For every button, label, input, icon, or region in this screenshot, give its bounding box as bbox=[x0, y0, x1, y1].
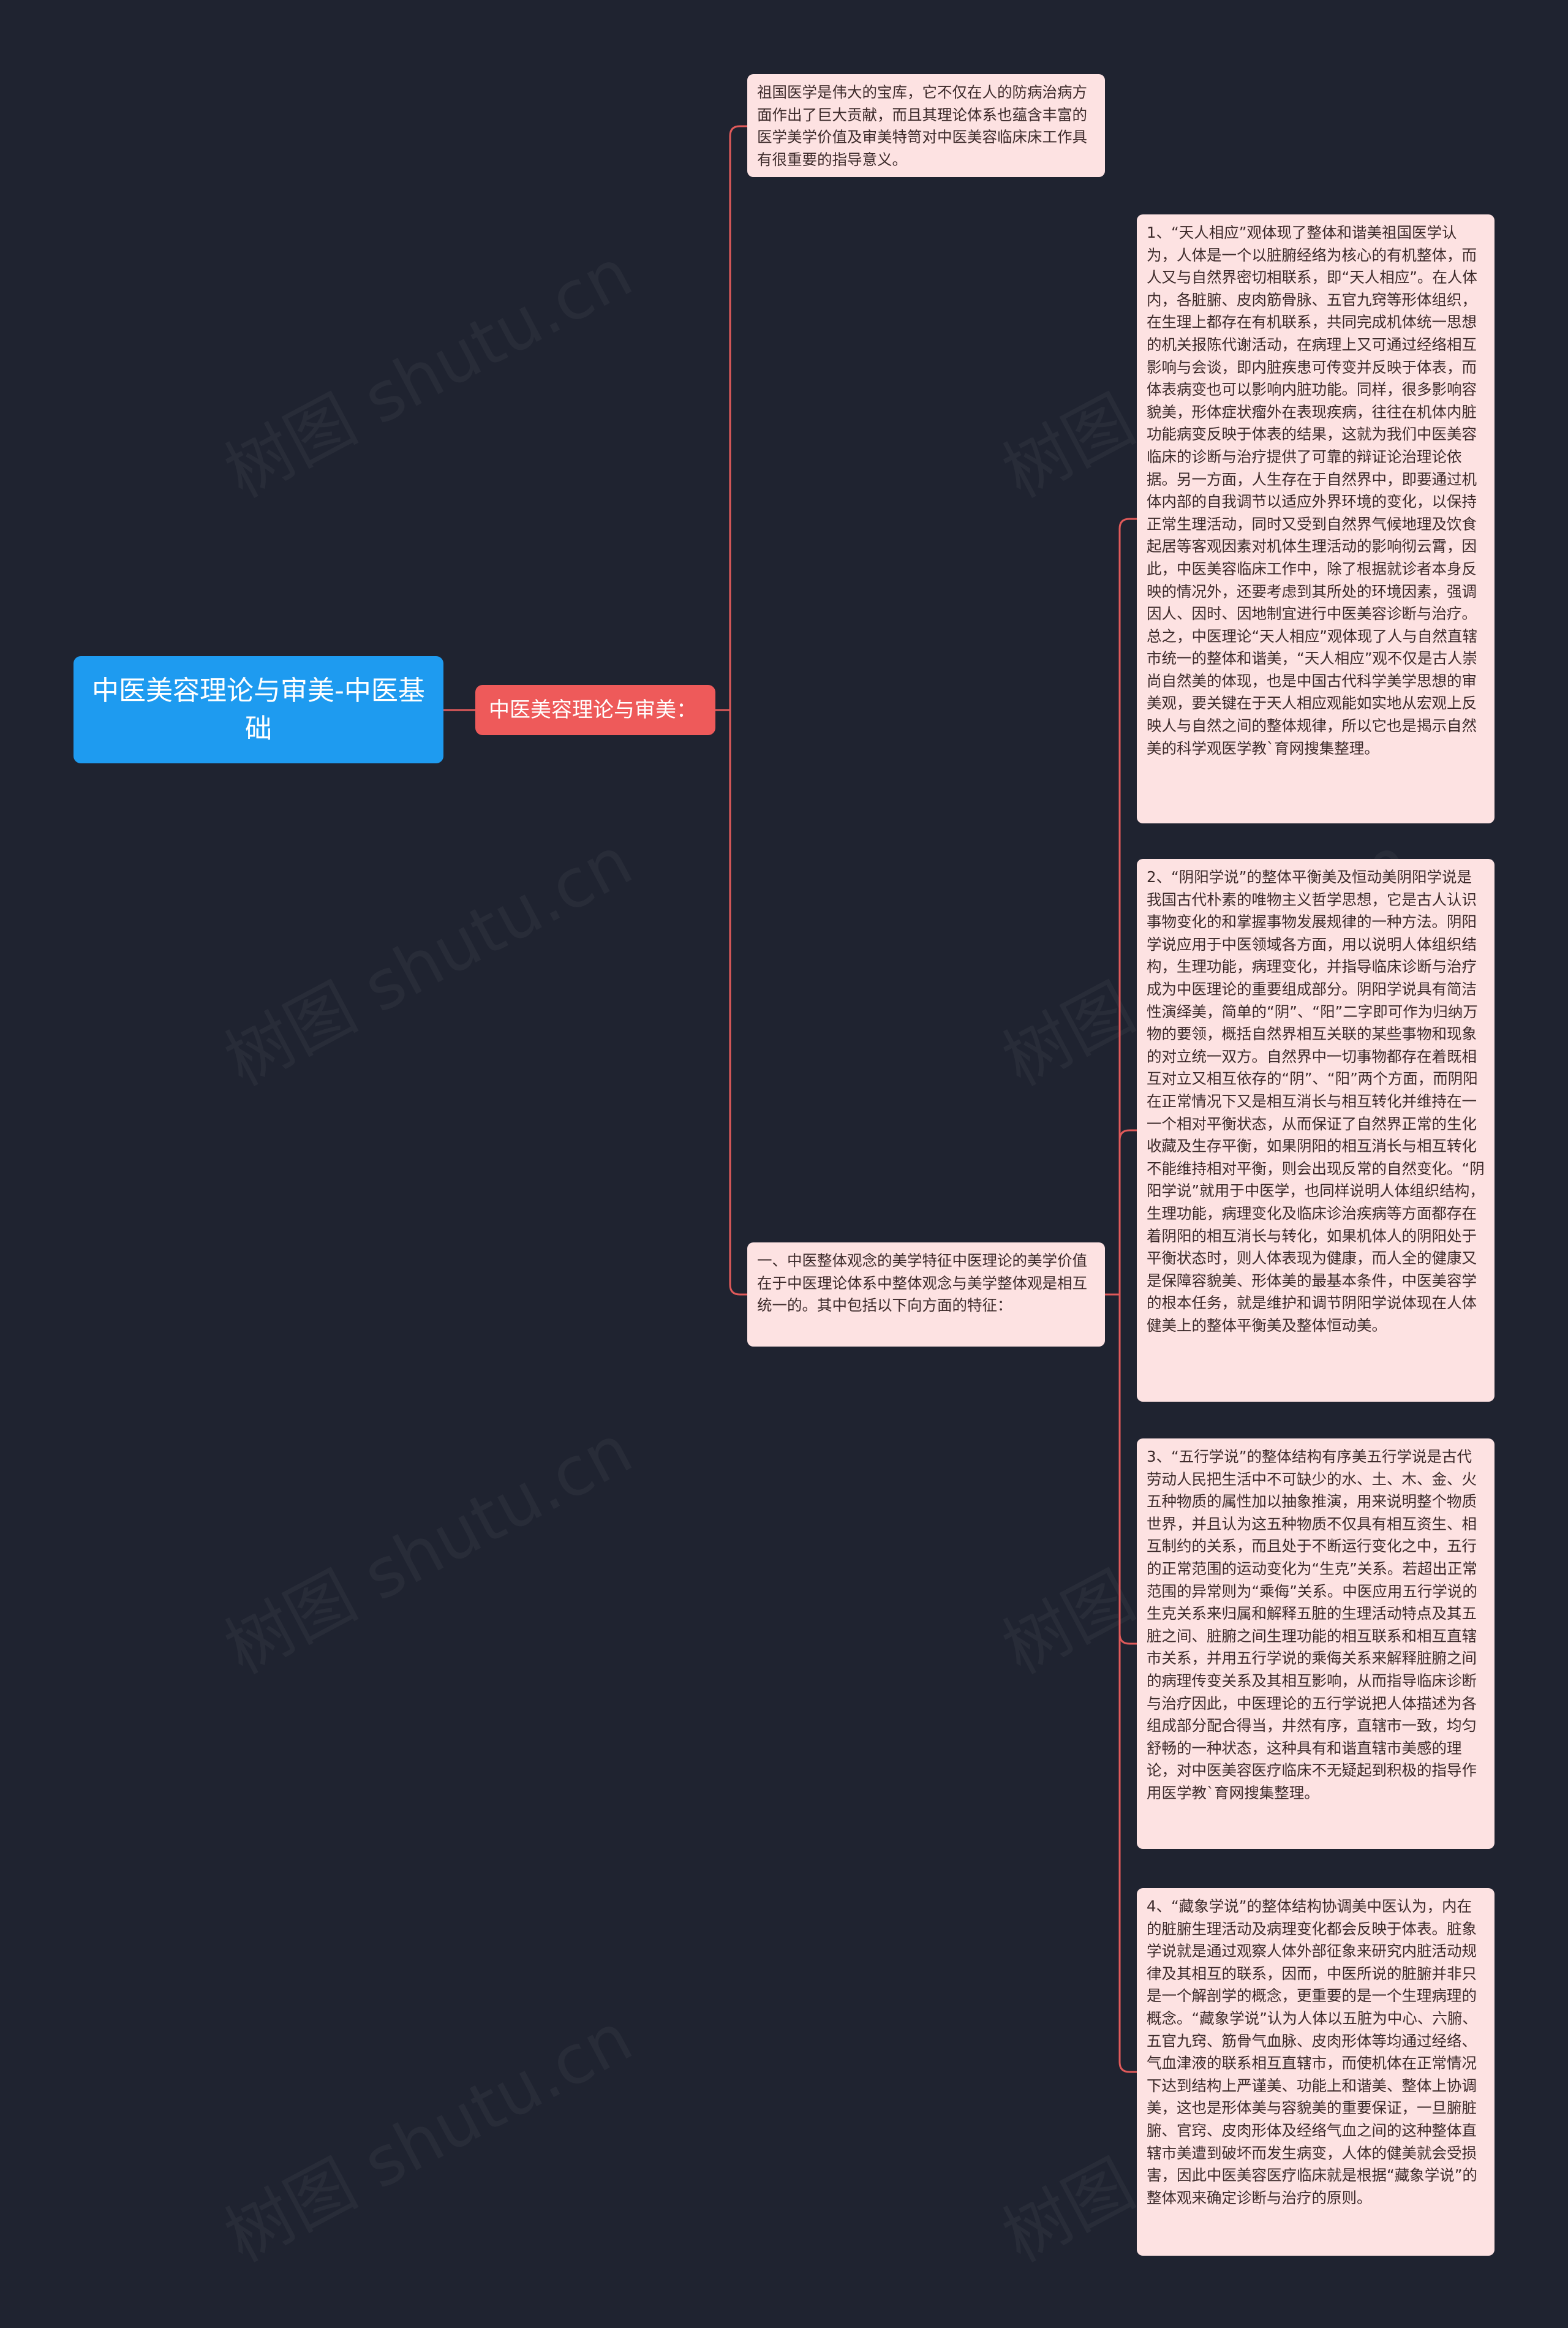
leaf-node-point-2[interactable]: 2、“阴阳学说”的整体平衡美及恒动美阴阳学说是我国古代朴素的唯物主义哲学思想，它… bbox=[1137, 859, 1494, 1402]
watermark: 树图 shutu.cn bbox=[205, 1396, 646, 1692]
connector-point-4 bbox=[1118, 1294, 1137, 2073]
connector-branch-intro bbox=[715, 125, 747, 711]
connector-point-2 bbox=[1118, 1129, 1137, 1141]
watermark: 树图 shutu.cn bbox=[205, 219, 646, 516]
root-node[interactable]: 中医美容理论与审美-中医基础 bbox=[74, 656, 443, 763]
connector-point-3 bbox=[1118, 1633, 1137, 1645]
branch-node[interactable]: 中医美容理论与审美： bbox=[475, 685, 715, 735]
leaf-node-point-3[interactable]: 3、“五行学说”的整体结构有序美五行学说是古代劳动人民把生活中不可缺少的水、土、… bbox=[1137, 1438, 1494, 1849]
watermark: 树图 shutu.cn bbox=[205, 1984, 646, 2280]
leaf-node-intro[interactable]: 祖国医学是伟大的宝库，它不仅在人的防病治病方面作出了巨大贡献，而且其理论体系也蕴… bbox=[747, 74, 1105, 177]
root-title: 中医美容理论与审美-中医基础 bbox=[92, 675, 425, 744]
leaf-node-point-1[interactable]: 1、“天人相应”观体现了整体和谐美祖国医学认为，人体是一个以脏腑经络为核心的有机… bbox=[1137, 214, 1494, 823]
connector-point-1 bbox=[1118, 518, 1137, 1294]
leaf-node-point-4[interactable]: 4、“藏象学说”的整体结构协调美中医认为，内在的脏腑生理活动及病理变化都会反映于… bbox=[1137, 1888, 1494, 2256]
connector-branch-feature bbox=[729, 710, 747, 1296]
branch-label: 中医美容理论与审美： bbox=[489, 698, 697, 722]
watermark: 树图 shutu.cn bbox=[205, 807, 646, 1104]
leaf-node-feature[interactable]: 一、中医整体观念的美学特征中医理论的美学价值在于中医理论体系中整体观念与美学整体… bbox=[747, 1242, 1105, 1347]
